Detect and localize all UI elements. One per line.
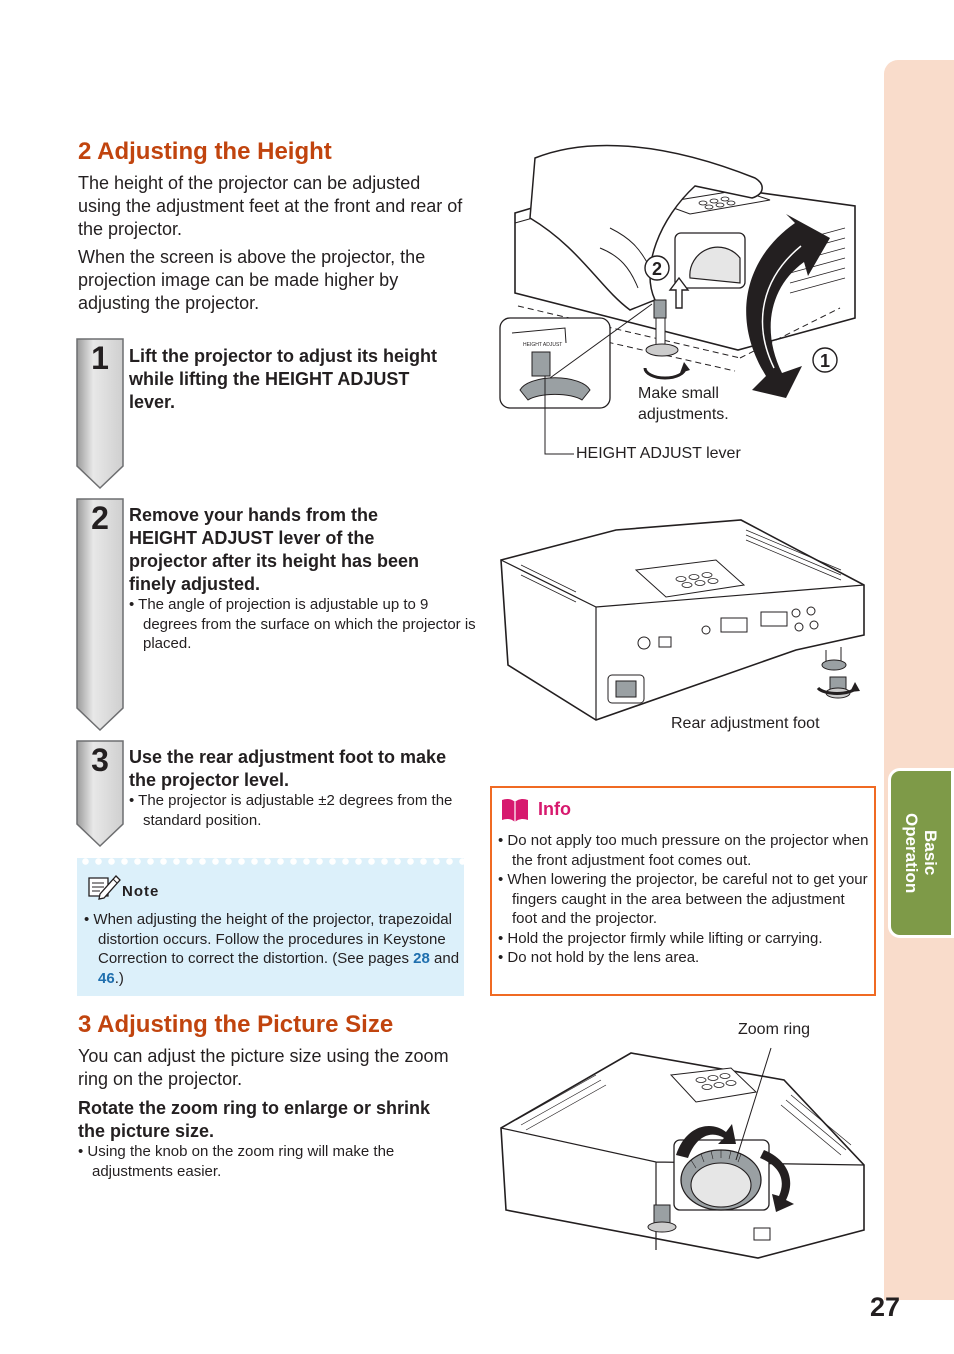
height-intro-1: The height of the projector can be adjus…	[78, 173, 463, 239]
page-number: 27	[870, 1292, 901, 1322]
section-title-height: 2 Adjusting the Height	[78, 138, 332, 165]
section-title-picture-size: 3 Adjusting the Picture Size	[78, 1011, 394, 1038]
step-3-heading: Use the rear adjustment foot to make the…	[129, 747, 447, 790]
step-marker-3: 3	[76, 740, 124, 848]
callout-1: 1	[820, 351, 830, 371]
note-text-after: .)	[114, 969, 124, 987]
step-marker-1: 1	[76, 338, 124, 490]
figure-rear-foot	[500, 519, 865, 721]
step-number-3: 3	[91, 742, 109, 778]
note-page-link-46[interactable]: 46	[98, 969, 115, 987]
inset-lever-label: HEIGHT ADJUST	[523, 342, 562, 348]
info-item: Hold the projector firmly while lifting …	[498, 929, 870, 949]
caption-rear-foot: Rear adjustment foot	[671, 715, 820, 732]
height-intro-2: When the screen is above the projector, …	[78, 247, 426, 313]
step-3-bullet: The projector is adjustable ±2 degrees f…	[129, 791, 473, 830]
note-page-link-28[interactable]: 28	[413, 950, 430, 967]
info-box	[490, 786, 876, 996]
step-marker-2: 2	[76, 498, 124, 732]
note-text: When adjusting the height of the project…	[84, 910, 468, 988]
info-item: When lowering the projector, be careful …	[498, 870, 870, 929]
section-tab-label: Basic Operation	[902, 812, 940, 894]
callout-2: 2	[652, 259, 662, 279]
section-tab[interactable]	[888, 768, 954, 938]
note-text-before: When adjusting the height of the project…	[93, 911, 452, 967]
info-item: Do not apply too much pressure on the pr…	[498, 831, 870, 870]
info-list: Do not apply too much pressure on the pr…	[498, 831, 870, 968]
step-number-1: 1	[91, 340, 109, 376]
step-1-heading: Lift the projector to adjust its height …	[129, 346, 437, 412]
note-text-and: and	[429, 950, 460, 967]
step-2-heading: Remove your hands from the HEIGHT ADJUST…	[129, 505, 420, 594]
figure-zoom-ring	[500, 1047, 865, 1259]
picture-intro: You can adjust the picture size using th…	[78, 1046, 449, 1089]
picture-bullet: Using the knob on the zoom ring will mak…	[78, 1142, 472, 1181]
picture-instruction: Rotate the zoom ring to enlarge or shrin…	[78, 1098, 431, 1141]
info-item: Do not hold by the lens area.	[498, 948, 870, 968]
info-label: Info	[538, 799, 571, 819]
caption-height-lever: HEIGHT ADJUST lever	[576, 445, 741, 462]
step-2-bullet: The angle of projection is adjustable up…	[129, 595, 478, 654]
step-number-2: 2	[91, 500, 109, 536]
caption-zoom-ring: Zoom ring	[738, 1021, 811, 1038]
figure-lift-projector: 2 1 HEIGHT ADJUST	[499, 144, 856, 455]
book-info-icon	[502, 798, 528, 822]
side-strip	[884, 60, 954, 1300]
caption-make-small: Make small adjustments.	[638, 385, 729, 423]
note-dots	[77, 858, 464, 866]
note-label: Note	[122, 883, 160, 900]
pencil-note-icon	[88, 875, 121, 900]
section-tab-label-wrap: Basic Operation	[888, 768, 954, 938]
